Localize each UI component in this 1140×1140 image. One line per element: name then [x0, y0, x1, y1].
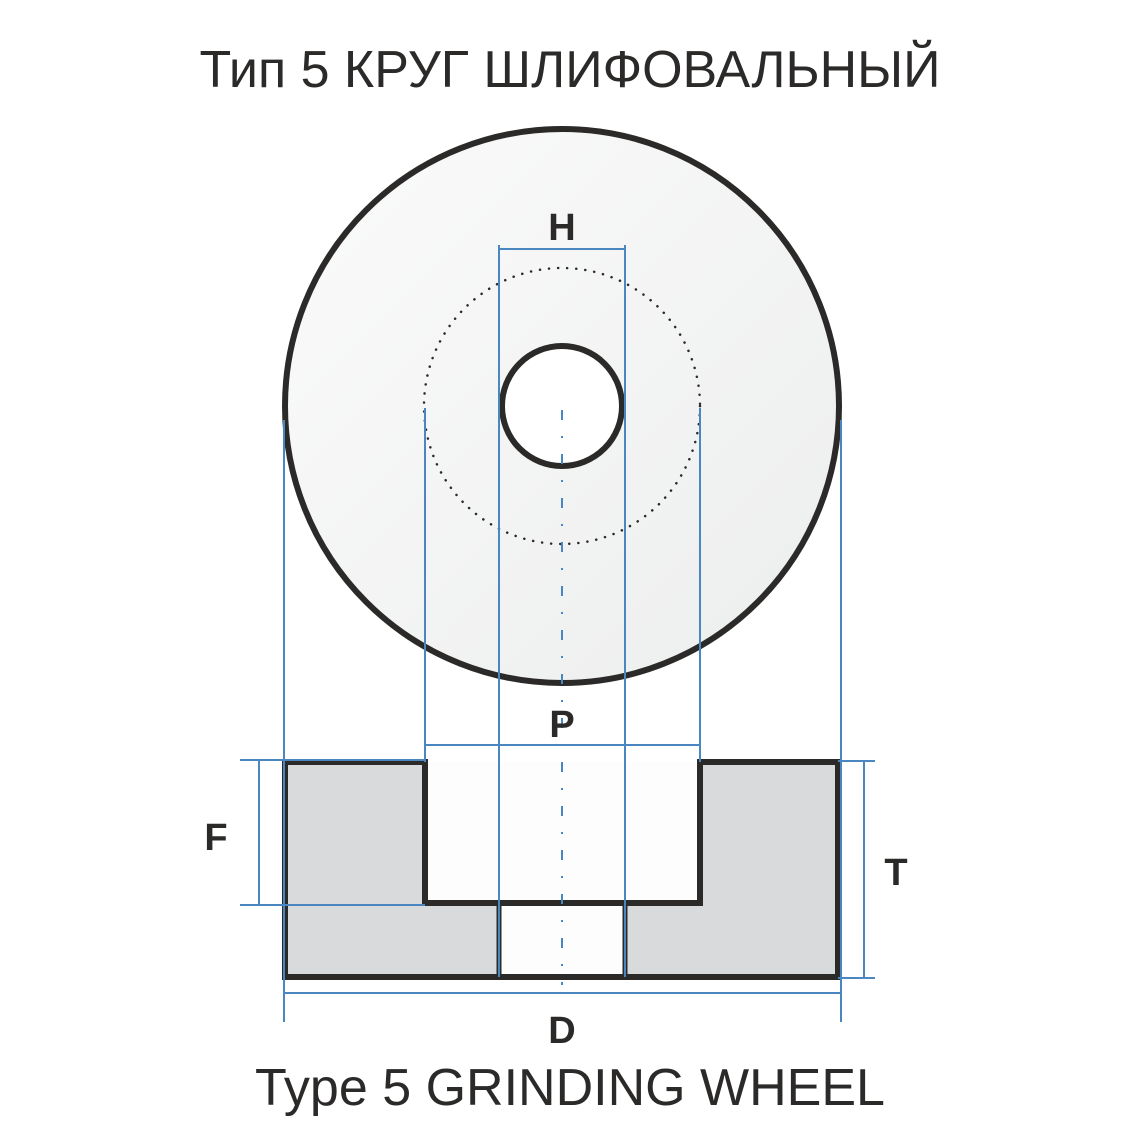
- recess-dotted-circle: [422, 266, 702, 546]
- title-russian: Тип 5 КРУГ ШЛИФОВАЛЬНЫЙ: [199, 41, 941, 99]
- label-H: H: [548, 207, 575, 249]
- dimension-lines: [240, 245, 875, 1022]
- label-P: P: [549, 704, 574, 746]
- label-T: T: [884, 852, 907, 894]
- label-F: F: [204, 817, 227, 859]
- title-english: Type 5 GRINDING WHEEL: [255, 1059, 885, 1117]
- label-D: D: [548, 1010, 575, 1052]
- bore-hole-circle: [499, 343, 625, 469]
